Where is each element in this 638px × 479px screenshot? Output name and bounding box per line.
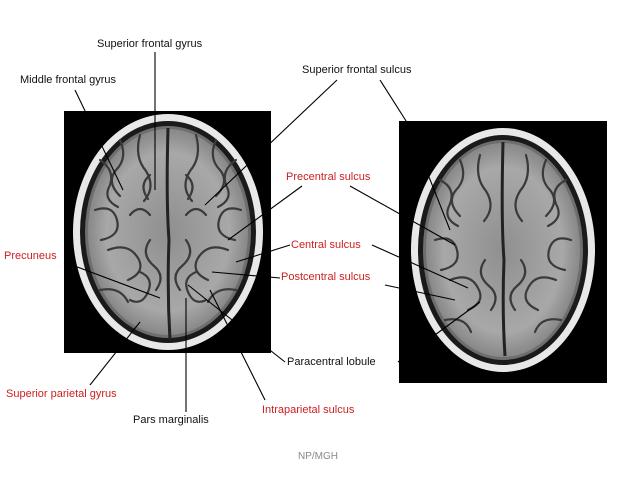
- image-credit: NP/MGH: [298, 451, 338, 462]
- leader-superior-frontal-sulcus-right: [379, 79, 409, 125]
- label-precentral-sulcus: Precentral sulcus: [286, 171, 371, 183]
- leader-superior-frontal-sulcus-right-2: [407, 123, 451, 231]
- label-superior-parietal-gyrus: Superior parietal gyrus: [6, 388, 117, 400]
- leader-paracentral-lobule-right: [397, 301, 481, 363]
- mri-scan-left: [64, 111, 271, 353]
- label-pars-marginalis: Pars marginalis: [133, 414, 209, 426]
- mri-scan-right: [399, 121, 607, 383]
- leader-precentral-sulcus-right: [349, 185, 456, 246]
- leader-intraparietal-sulcus: [209, 289, 266, 401]
- label-superior-frontal-gyrus: Superior frontal gyrus: [97, 38, 203, 50]
- leader-postcentral-sulcus-left: [211, 271, 281, 279]
- label-middle-frontal-gyrus: Middle frontal gyrus: [20, 74, 116, 86]
- leader-paracentral-lobule-left: [187, 284, 286, 363]
- label-superior-frontal-sulcus: Superior frontal sulcus: [302, 64, 412, 76]
- leader-precentral-sulcus-left: [227, 185, 303, 241]
- leader-superior-frontal-sulcus-left: [204, 79, 338, 206]
- leader-postcentral-sulcus-right: [384, 284, 456, 301]
- leader-superior-parietal-gyrus: [89, 321, 141, 386]
- leader-central-sulcus-left: [235, 244, 291, 263]
- label-central-sulcus: Central sulcus: [291, 239, 361, 251]
- label-intraparietal-sulcus: Intraparietal sulcus: [262, 404, 355, 416]
- label-precuneus: Precuneus: [4, 250, 57, 262]
- leader-central-sulcus-right: [371, 244, 469, 289]
- leader-lines: [63, 52, 481, 412]
- leader-precuneus: [63, 261, 161, 299]
- label-postcentral-sulcus: Postcentral sulcus: [281, 271, 371, 283]
- leader-middle-frontal-gyrus: [74, 89, 124, 191]
- label-paracentral-lobule: Paracentral lobule: [287, 356, 376, 368]
